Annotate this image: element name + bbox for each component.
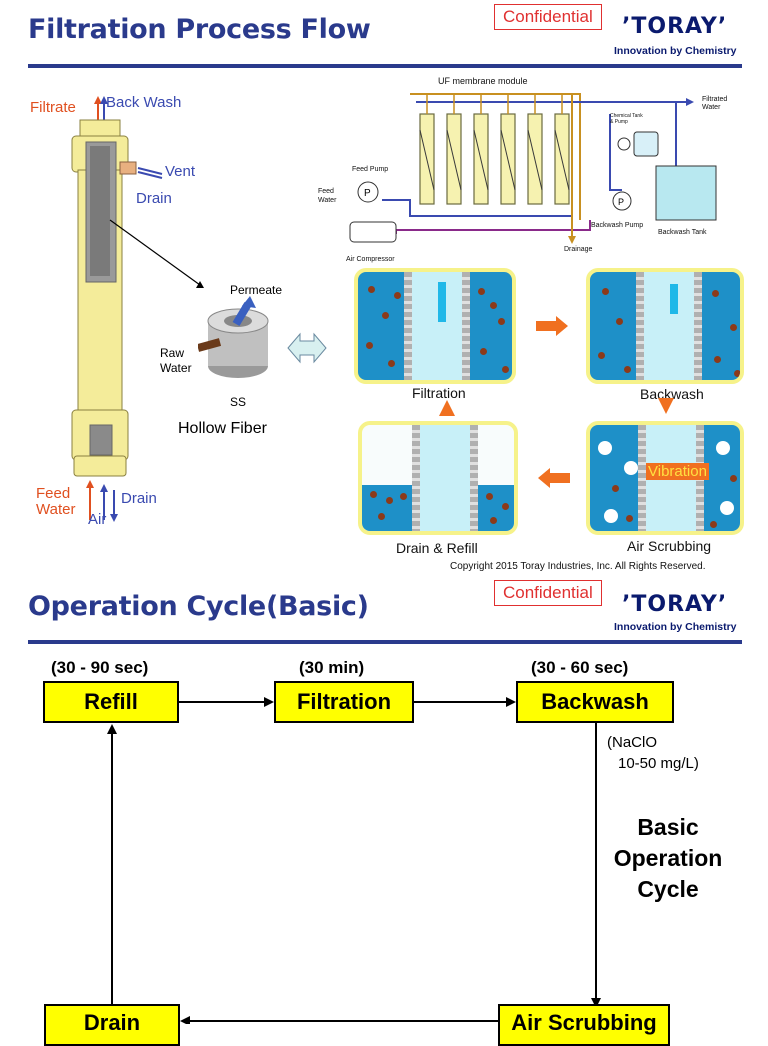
feed-pump-label: Feed Pump — [352, 166, 389, 173]
filtration-step-label: Filtration — [412, 385, 466, 401]
section-rule — [28, 640, 742, 644]
back-wash-label: Back Wash — [106, 94, 182, 111]
air-compressor-label: Air Compressor — [346, 256, 395, 263]
page-title: Filtration Process Flow — [28, 14, 371, 45]
confidential-badge: Confidential — [494, 4, 602, 30]
backwash-box: Backwash — [516, 681, 674, 723]
chemical-tank-label: Chemical Tank& Pump — [610, 113, 643, 125]
filtration-box: Filtration — [274, 681, 414, 723]
drain-box: Drain — [44, 1004, 180, 1046]
filtration-time: (30 min) — [299, 658, 365, 677]
vent-label: Vent — [165, 163, 196, 180]
membrane-module-illustration — [71, 96, 204, 522]
toray-logo-2: ’TORAY’ — [622, 592, 728, 617]
logo-tagline: Innovation by Chemistry — [614, 45, 737, 57]
section-title: Operation Cycle(Basic) — [28, 591, 369, 622]
refill-box: Refill — [43, 681, 179, 723]
hollow-fiber-label: Hollow Fiber — [178, 420, 267, 437]
naclo-label-1: (NaClO — [607, 734, 658, 751]
naclo-label-2: 10-50 mg/L) — [618, 755, 699, 772]
permeate-label: Permeate — [230, 283, 283, 297]
backwash-pump-symbol: P — [618, 197, 624, 207]
copyright-text: Copyright 2015 Toray Industries, Inc. Al… — [450, 561, 706, 572]
backwash-step-label: Backwash — [640, 386, 704, 402]
uf-module-label: UF membrane module — [438, 76, 528, 86]
refill-time: (30 - 90 sec) — [51, 658, 149, 677]
backwash-pump-label: Backwash Pump — [591, 222, 644, 229]
filtration-panel — [354, 268, 516, 384]
logo-tagline-2: Innovation by Chemistry — [614, 621, 737, 633]
filtrate-label: Filtrate — [30, 99, 76, 116]
vibration-label: Vibration — [646, 463, 709, 480]
arrow-right-icon — [536, 316, 568, 336]
drain-bottom-label: Drain — [121, 490, 157, 507]
drain-refill-step-label: Drain & Refill — [396, 540, 478, 556]
backwash-time: (30 - 60 sec) — [531, 658, 629, 677]
backwash-tank-label: Backwash Tank — [658, 229, 707, 236]
drainage-label: Drainage — [564, 246, 593, 253]
arrow-left-icon — [538, 468, 570, 488]
air-scrubbing-panel: Vibration — [586, 421, 744, 535]
confidential-badge-2: Confidential — [494, 580, 602, 606]
header-rule — [28, 64, 742, 68]
double-arrow-icon — [287, 332, 327, 364]
air-scrubbing-step-label: Air Scrubbing — [627, 538, 712, 554]
hollow-fiber-illustration — [198, 296, 269, 378]
air-label: Air — [88, 511, 107, 528]
arrow-down-icon — [658, 398, 674, 414]
arrow-up-icon — [439, 400, 455, 416]
backwash-panel — [586, 268, 744, 384]
toray-logo: ’TORAY’ — [622, 14, 728, 39]
drain-label: Drain — [136, 190, 172, 207]
cycle-arrows — [107, 697, 601, 1024]
drain-refill-panel — [358, 421, 518, 535]
air-scrubbing-box: Air Scrubbing — [498, 1004, 670, 1046]
process-schematic: P P — [349, 93, 717, 244]
feed-pump-symbol: P — [364, 188, 371, 199]
ss-label: SS — [230, 395, 247, 409]
basic-cycle-label: Basic Operation Cycle — [613, 814, 723, 902]
